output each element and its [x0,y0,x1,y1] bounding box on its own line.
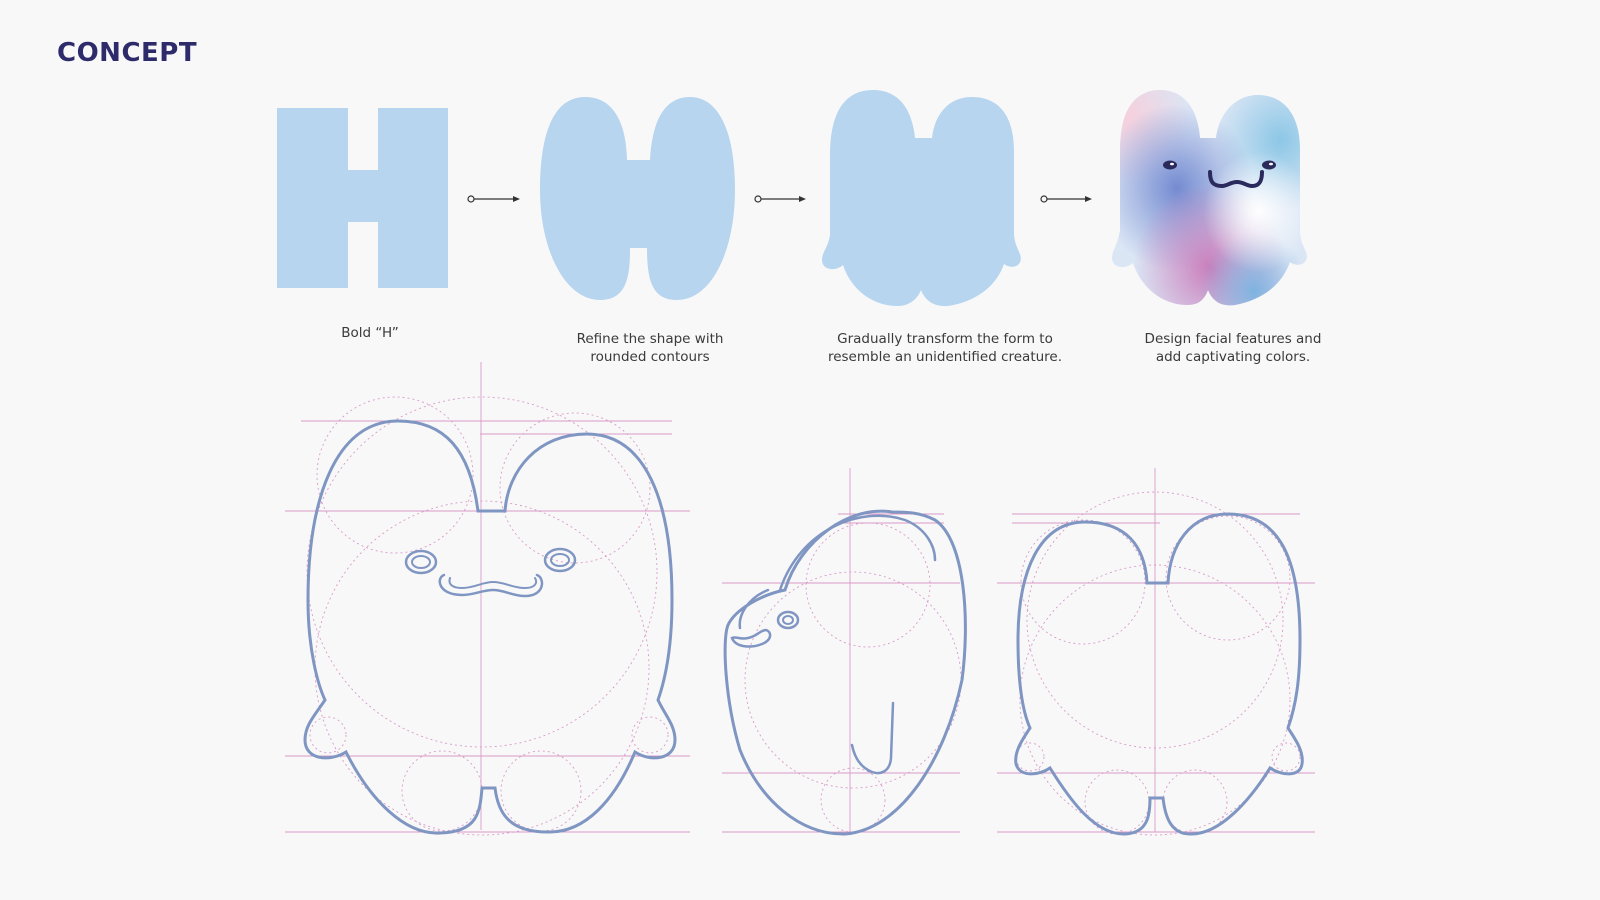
caption-line: Bold “H” [341,325,399,341]
front-view-construction [285,362,690,836]
caption-step-4: Design facial features and add captivati… [1100,330,1366,366]
caption-line: rounded contours [590,349,710,365]
caption-step-1: Bold “H” [290,324,450,342]
caption-line: resemble an unidentified creature. [827,349,1063,365]
arrow-right-icon [467,195,520,203]
back-view-construction [997,468,1315,836]
step-1-bold-h [277,108,448,288]
caption-line: add captivating colors. [1155,349,1311,365]
guide-lines [285,362,690,836]
step-3-creature-silhouette [822,90,1021,307]
creature-face [1163,160,1276,189]
arrow-right-icon [754,195,806,203]
step-4-colored-creature [1112,90,1307,306]
step-2-rounded-shape [540,97,735,300]
creature-outline [723,509,967,836]
arrow-right-icon [1040,195,1092,203]
caption-line: Gradually transform the form to [837,331,1053,347]
creature-outline [303,419,677,835]
creature-outline [1014,512,1304,836]
guide-lines [997,468,1315,836]
caption-step-3: Gradually transform the form to resemble… [800,330,1090,366]
caption-line: Design facial features and [1144,331,1322,347]
page-title: CONCEPT [57,38,198,68]
caption-line: Refine the shape with [576,331,724,347]
caption-step-2: Refine the shape with rounded contours [540,330,760,366]
side-view-construction [722,468,967,836]
